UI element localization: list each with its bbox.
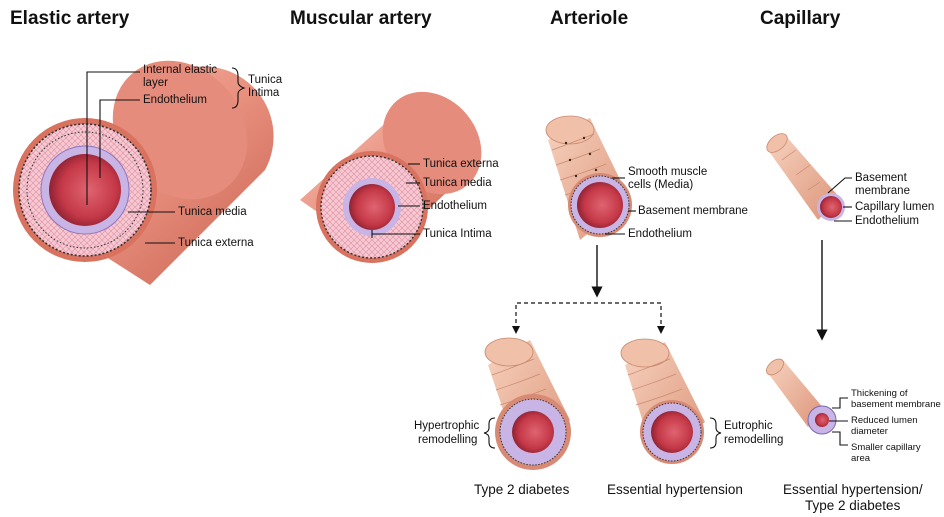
label-reduced-lumen: Reduced lumen <box>851 415 918 426</box>
title-capillary: Capillary <box>760 8 840 30</box>
label-smooth-muscle: Smooth muscle <box>628 166 707 179</box>
label-cells-media: cells (Media) <box>628 179 693 192</box>
title-muscular-artery: Muscular artery <box>290 8 432 30</box>
capillary-illustration <box>763 130 852 335</box>
label-tunica-media-elastic: Tunica media <box>178 206 247 219</box>
hypertrophic-arteriole-illustration <box>484 338 571 470</box>
arteriole-illustration <box>512 116 665 334</box>
label-capillary-lumen: Capillary lumen <box>855 201 934 214</box>
label-membrane: membrane <box>855 185 910 198</box>
caption-essential-hypertension: Essential hypertension <box>607 482 743 497</box>
label-internal-elastic-layer: layer <box>143 77 168 90</box>
label-thickening-basement: basement membrane <box>851 399 941 410</box>
label-endothelium-elastic: Endothelium <box>143 94 207 107</box>
label-tunica-externa-muscular: Tunica externa <box>423 158 499 171</box>
label-endothelium-muscular: Endothelium <box>423 200 487 213</box>
eutrophic-arteriole-illustration <box>621 339 721 464</box>
label-tunica-externa-elastic: Tunica externa <box>178 237 254 250</box>
label-smaller-capillary: Smaller capillary <box>851 442 921 453</box>
caption-essential-hypertension-type2: Essential hypertension/ <box>783 482 923 497</box>
caption-type2-diabetes-capillary: Type 2 diabetes <box>805 498 900 513</box>
label-internal-elastic: Internal elastic <box>143 64 217 77</box>
label-hypertrophic-remodelling: remodelling <box>418 434 477 447</box>
remodelled-capillary-illustration <box>763 356 848 445</box>
title-elastic-artery: Elastic artery <box>10 8 129 30</box>
label-tunica-intima-muscular: Tunica Intima <box>423 228 492 241</box>
label-eutrophic: Eutrophic <box>724 420 773 433</box>
label-smaller-area: area <box>851 453 870 464</box>
label-thickening: Thickening of <box>851 388 908 399</box>
label-tunica: Tunica <box>248 74 282 87</box>
label-basement-membrane-arteriole: Basement membrane <box>638 205 748 218</box>
label-basement: Basement <box>855 172 907 185</box>
label-tunica-media-muscular: Tunica media <box>423 177 492 190</box>
label-intima: Intima <box>248 87 279 100</box>
label-endothelium-arteriole: Endothelium <box>628 228 692 241</box>
label-eutrophic-remodelling: remodelling <box>724 434 783 447</box>
label-hypertrophic: Hypertrophic <box>414 420 479 433</box>
label-reduced-diameter: diameter <box>851 426 888 437</box>
label-endothelium-capillary: Endothelium <box>855 215 919 228</box>
title-arteriole: Arteriole <box>550 8 628 30</box>
caption-type2-diabetes: Type 2 diabetes <box>474 482 569 497</box>
